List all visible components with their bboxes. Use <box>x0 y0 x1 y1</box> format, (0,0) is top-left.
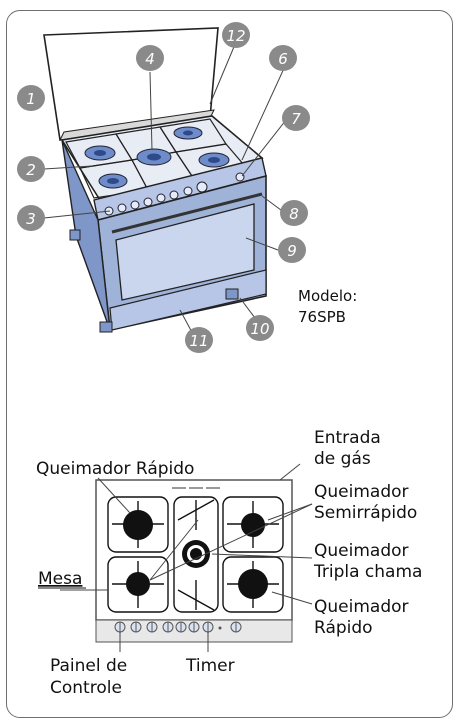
callout-4: 4 <box>136 45 164 71</box>
label-painel-line2: Controle <box>50 678 122 698</box>
model-code: 76SPB <box>298 308 346 326</box>
svg-text:8: 8 <box>289 205 299 223</box>
svg-text:6: 6 <box>278 50 288 68</box>
svg-text:12: 12 <box>226 27 245 45</box>
callout-12: 12 <box>222 22 250 48</box>
label-entrada-gas-line2: de gás <box>314 449 371 469</box>
label-painel-line1: Painel de <box>50 656 127 676</box>
svg-text:3: 3 <box>26 210 36 228</box>
top-view-leaders <box>60 463 313 652</box>
callout-11: 11 <box>185 327 213 353</box>
label-mesa: Mesa <box>38 569 82 589</box>
svg-text:10: 10 <box>250 320 269 338</box>
cooktop-top-view <box>95 479 293 643</box>
callout-leaders <box>43 41 287 337</box>
callout-10: 10 <box>246 315 274 341</box>
label-timer: Timer <box>185 656 235 676</box>
callout-7: 7 <box>282 105 310 131</box>
callout-2: 2 <box>17 156 45 182</box>
svg-text:7: 7 <box>291 110 301 128</box>
callout-1: 1 <box>17 85 45 111</box>
svg-text:9: 9 <box>287 242 297 260</box>
callout-3: 3 <box>17 205 45 231</box>
label-semirrapido-line1: Queimador <box>314 482 409 502</box>
stove-illustration <box>43 27 267 333</box>
svg-text:1: 1 <box>26 90 36 108</box>
callout-9: 9 <box>278 237 306 263</box>
callout-markers: 1 2 3 4 5 6 7 8 9 10 11 12 <box>17 22 310 353</box>
label-rapido-right-line1: Queimador <box>314 597 409 617</box>
callout-8: 8 <box>280 200 308 226</box>
label-rapido-right-line2: Rápido <box>314 618 373 638</box>
svg-text:11: 11 <box>189 332 208 350</box>
callout-6: 6 <box>269 45 297 71</box>
label-tripla-line1: Queimador <box>314 541 409 561</box>
label-entrada-gas-line1: Entrada <box>314 428 381 448</box>
label-semirrapido-line2: Semirrápido <box>314 503 417 523</box>
svg-text:4: 4 <box>145 50 155 68</box>
label-tripla-line2: Tripla chama <box>313 562 422 582</box>
diagram-frame <box>6 10 453 718</box>
label-queimador-rapido-top: Queimador Rápido <box>36 459 194 479</box>
model-label: Modelo: <box>298 287 357 305</box>
svg-text:2: 2 <box>26 161 36 179</box>
